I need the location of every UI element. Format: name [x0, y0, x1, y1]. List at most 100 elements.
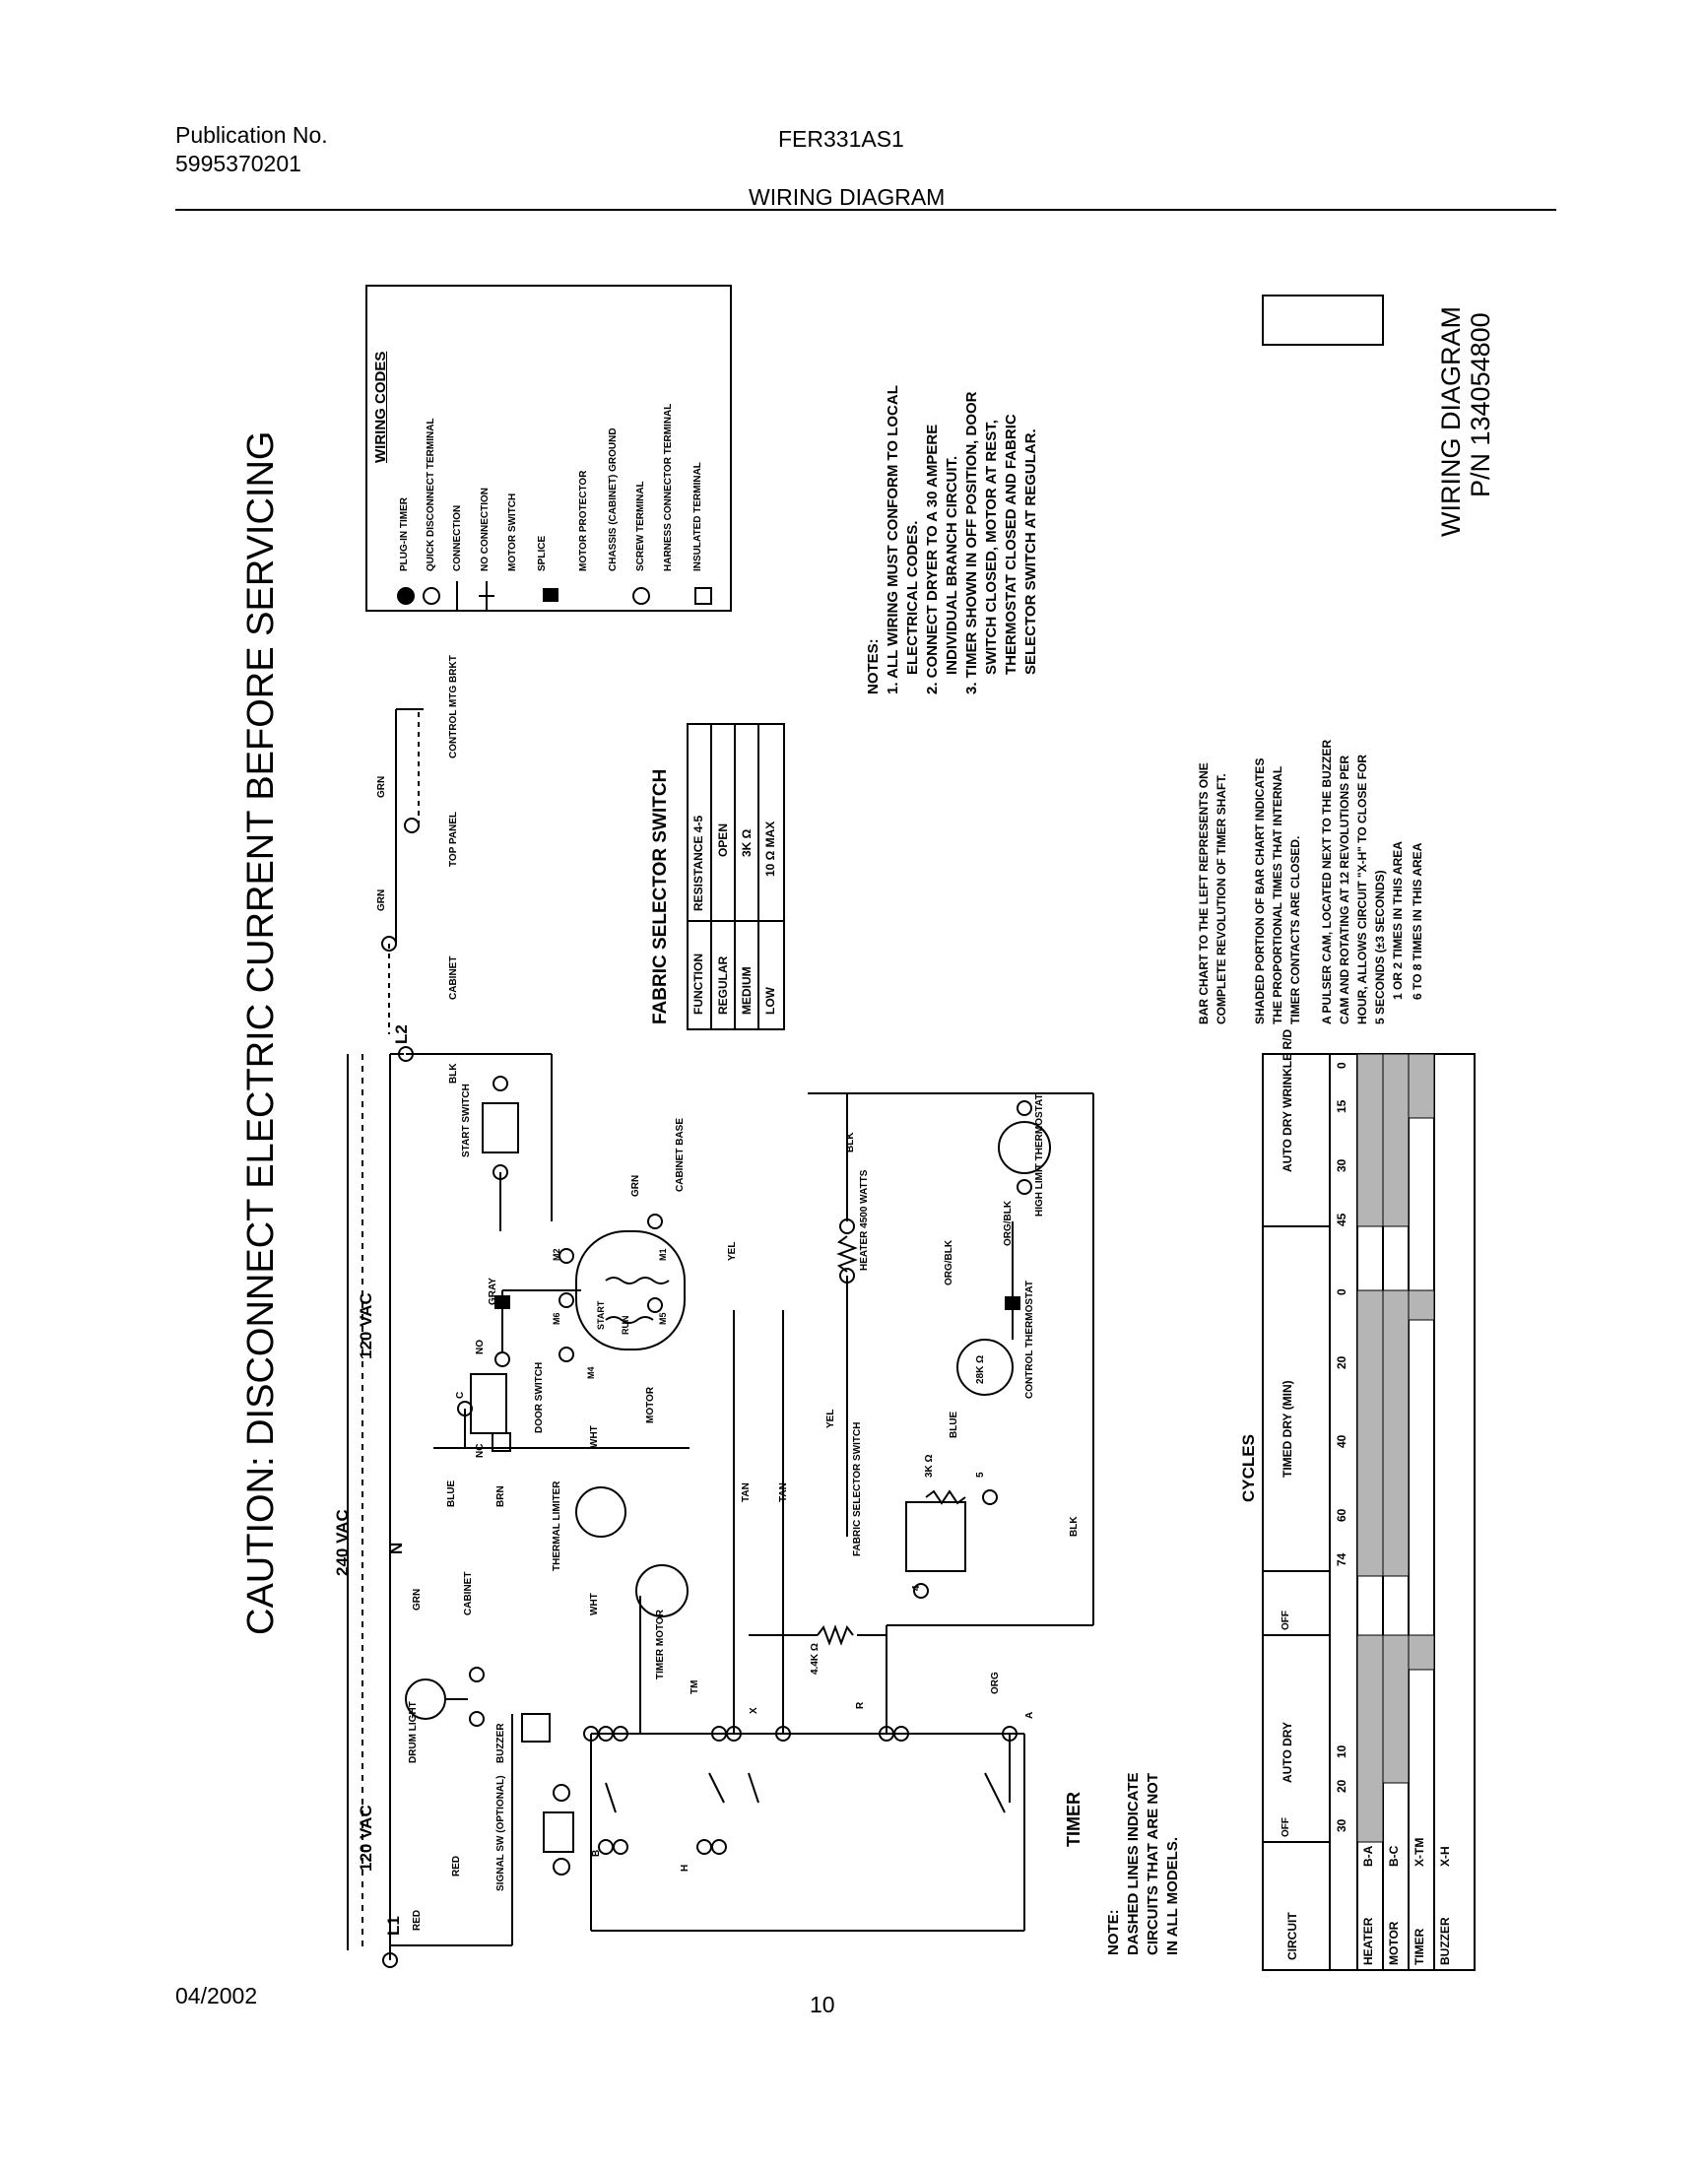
ground-grn-1: GRN: [376, 889, 387, 911]
label-red: RED: [412, 1909, 423, 1931]
legend-connection: CONNECTION: [452, 504, 463, 571]
label-m1: M1: [658, 1248, 668, 1261]
label-timer: TIMER: [1064, 1792, 1084, 1847]
label-wht: WHT: [589, 1425, 600, 1448]
bar-note-1: BAR CHART TO THE LEFT REPRESENTS ONE: [1197, 762, 1211, 1024]
label-blue-2: BLUE: [949, 1411, 959, 1438]
circuit-motor-code: B-C: [1387, 1845, 1401, 1867]
group-auto-dry: AUTO DRY: [1281, 1721, 1294, 1783]
fabric-row-medium-value: 3K Ω: [740, 828, 754, 857]
part-number: P/N 134054800: [1466, 312, 1495, 497]
note-line-5: 3. TIMER SHOWN IN OFF POSITION, DOOR: [963, 391, 980, 694]
note-line-3: 2. CONNECT DRYER TO A 30 AMPERE: [924, 424, 941, 694]
ground-grn-2: GRN: [376, 775, 387, 798]
dashed-note-3: CIRCUITS THAT ARE NOT: [1145, 1773, 1161, 1955]
ground-control-mtg-brkt: CONTROL MTG BRKT: [448, 655, 459, 758]
legend-motor-switch: MOTOR SWITCH: [507, 493, 518, 571]
cycles-title: CYCLES: [1239, 1434, 1258, 1502]
bar-note-3: SHADED PORTION OF BAR CHART INDICATES: [1253, 757, 1267, 1024]
tick-auto-20: 20: [1335, 1779, 1348, 1793]
label-blk-2: BLK: [845, 1132, 856, 1152]
group-auto-dry-wrinkle: AUTO DRY WRINKLE R/D: [1281, 1028, 1294, 1172]
fabric-row-low: LOW: [763, 987, 777, 1015]
legend-no-connection: NO CONNECTION: [480, 488, 491, 571]
label-signal-sw: SIGNAL SW (OPTIONAL): [495, 1775, 506, 1891]
tick-timed-60: 60: [1335, 1508, 1348, 1522]
legend-insulated-terminal: INSULATED TERMINAL: [692, 462, 703, 571]
label-org-blk: ORG/BLK: [944, 1239, 954, 1285]
label-grn-2: GRN: [630, 1174, 641, 1197]
group-off-1: OFF: [1281, 1817, 1291, 1837]
label-wht-2: WHT: [589, 1593, 600, 1615]
dashed-note-4: IN ALL MODELS.: [1164, 1837, 1181, 1955]
fabric-header-function: FUNCTION: [691, 954, 705, 1015]
label-thermal-limiter: THERMAL LIMITER: [552, 1481, 562, 1571]
label-start: START: [596, 1300, 606, 1330]
tick-wr-30: 30: [1335, 1158, 1348, 1172]
bar-note-6: A PULSER CAM, LOCATED NEXT TO THE BUZZER: [1320, 739, 1334, 1024]
fabric-selector-title: FABRIC SELECTOR SWITCH: [650, 768, 671, 1024]
note-line-4: INDIVIDUAL BRANCH CIRCUIT.: [944, 455, 960, 675]
label-buzzer: BUZZER: [495, 1723, 506, 1763]
ground-cabinet: CABINET: [448, 955, 459, 1000]
label-fabric-selector-switch: FABRIC SELECTOR SWITCH: [852, 1421, 863, 1556]
fabric-row-regular-value: OPEN: [716, 823, 730, 857]
note-line-7: THERMOSTAT CLOSED AND FABRIC: [1003, 414, 1019, 675]
legend-plug-in-timer: PLUG-IN TIMER: [399, 497, 410, 571]
fabric-row-regular: REGULAR: [716, 955, 730, 1015]
circuit-timer-code: X-TM: [1412, 1837, 1426, 1867]
tick-auto-30: 30: [1335, 1818, 1348, 1832]
label-h: H: [680, 1864, 690, 1872]
label-start-switch: START SWITCH: [461, 1084, 472, 1157]
label-blk: BLK: [448, 1063, 459, 1084]
label-m4: M4: [586, 1366, 596, 1379]
fabric-row-medium: MEDIUM: [740, 966, 754, 1015]
legend-screw-terminal: SCREW TERMINAL: [635, 481, 646, 571]
ground-top-panel: TOP PANEL: [448, 811, 459, 867]
note-line-8: SELECTOR SWITCH AT REGULAR.: [1022, 428, 1039, 675]
circuit-motor: MOTOR: [1387, 1921, 1401, 1965]
label-motor: MOTOR: [645, 1386, 656, 1423]
label-grn: GRN: [412, 1588, 423, 1611]
tick-auto-10: 10: [1335, 1744, 1348, 1758]
bar-note-10: 1 OR 2 TIMES IN THIS AREA: [1391, 841, 1405, 1000]
label-blk-3: BLK: [1069, 1516, 1080, 1537]
tick-wr-45: 45: [1335, 1213, 1348, 1226]
note-line-6: SWITCH CLOSED, MOTOR AT REST,: [983, 420, 1000, 675]
circuit-heater: HEATER: [1361, 1917, 1375, 1965]
label-door-switch: DOOR SWITCH: [534, 1361, 545, 1433]
label-gray: GRAY: [488, 1278, 498, 1305]
bar-note-7: CAM AND ROTATING AT 12 REVOLUTIONS PER: [1338, 755, 1351, 1024]
label-tan-2: TAN: [778, 1482, 789, 1502]
label-m2: M2: [552, 1248, 561, 1261]
wiring-diagram-title: WIRING DIAGRAM: [1436, 306, 1466, 537]
tick-timed-20: 20: [1335, 1355, 1348, 1369]
page-title: WIRING DIAGRAM: [749, 184, 946, 210]
circuit-buzzer-code: X-H: [1438, 1846, 1452, 1867]
cycles-circuit-header: CIRCUIT: [1285, 1912, 1299, 1960]
tick-timed-40: 40: [1335, 1434, 1348, 1448]
bar-note-9: 5 SECONDS (±3 SECONDS): [1373, 870, 1387, 1024]
tick-wr-15: 15: [1335, 1099, 1348, 1113]
label-l1: L1: [384, 1916, 403, 1936]
wiring-codes-title: WIRING CODES: [372, 351, 389, 463]
dashed-note-1: NOTE:: [1105, 1909, 1122, 1955]
publication-label: Publication No.: [175, 122, 328, 148]
circuit-heater-code: B-A: [1361, 1845, 1375, 1867]
label-120vac-a: 120 VAC: [357, 1805, 375, 1872]
group-timed-dry: TIMED DRY (MIN): [1281, 1380, 1294, 1478]
tick-wr-0: 0: [1335, 1062, 1348, 1069]
label-no: NO: [475, 1340, 486, 1354]
legend-splice: SPLICE: [537, 535, 548, 571]
footer-date: 04/2002: [175, 1983, 258, 2008]
label-run: RUN: [621, 1315, 630, 1336]
bar-note-11: 6 TO 8 TIMES IN THIS AREA: [1411, 842, 1424, 1000]
bar-note-4: THE PROPORTIONAL TIMES THAT INTERNAL: [1271, 765, 1284, 1024]
label-t4: 4: [911, 1585, 922, 1591]
tick-timed-74: 74: [1335, 1552, 1348, 1566]
fabric-row-low-value: 10 Ω MAX: [763, 821, 777, 877]
label-r: R: [855, 1701, 866, 1709]
label-org-blk-2: ORG/BLK: [1003, 1200, 1014, 1246]
bar-note-5: TIMER CONTACTS ARE CLOSED.: [1288, 835, 1302, 1024]
